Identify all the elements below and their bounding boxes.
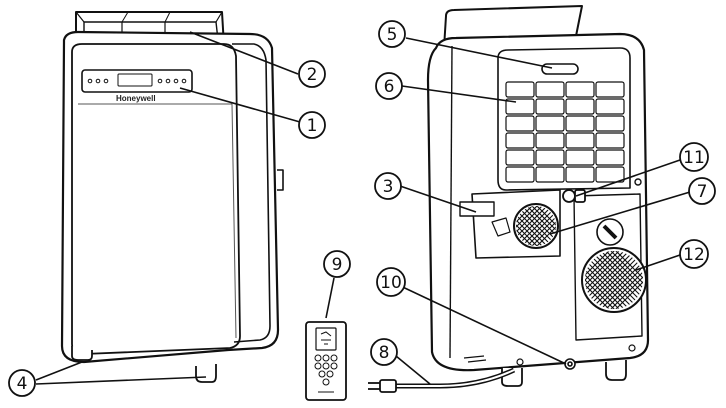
brand-logo: Honeywell <box>116 94 156 103</box>
mesh-line <box>532 206 556 246</box>
mesh-line <box>516 206 556 246</box>
grille-cell <box>565 81 595 98</box>
svg-text:1: 1 <box>307 116 318 136</box>
grille-cell <box>595 149 625 166</box>
svg-text:7: 7 <box>697 182 708 202</box>
svg-text:11: 11 <box>683 148 705 168</box>
grille-cell <box>595 132 625 149</box>
control-panel-buttons <box>87 78 187 84</box>
grille-cell <box>535 166 565 183</box>
grille-cell <box>505 166 535 183</box>
grille-cell <box>595 115 625 132</box>
remote-display <box>315 327 337 351</box>
grille-cell <box>505 98 535 115</box>
grille-cell <box>535 132 565 149</box>
grille-cell <box>505 149 535 166</box>
callout-1: 1 <box>298 111 326 139</box>
grille-cell <box>565 115 595 132</box>
mesh-line <box>522 206 556 246</box>
front-side-panel <box>232 43 271 343</box>
mesh-line <box>517 206 556 246</box>
rear-unit <box>426 5 650 387</box>
callout-8: 8 <box>370 338 398 366</box>
lower-air-intake <box>581 247 647 313</box>
drain-plug-knob <box>596 218 624 246</box>
grille-cell <box>505 115 535 132</box>
svg-text:4: 4 <box>17 374 28 394</box>
mesh-line <box>532 206 556 246</box>
carry-handle-slot <box>541 63 579 75</box>
callout-2: 2 <box>298 60 326 88</box>
grille-cell <box>565 149 595 166</box>
mesh-line <box>590 251 643 309</box>
grille-cell <box>595 81 625 98</box>
mesh-line <box>600 251 643 309</box>
svg-text:10: 10 <box>380 273 402 293</box>
mesh-line <box>527 206 556 246</box>
callout-12: 12 <box>679 239 709 269</box>
mesh-line <box>610 251 643 309</box>
mesh-line <box>516 206 537 246</box>
grille-cell <box>535 149 565 166</box>
grille-cell <box>535 81 565 98</box>
remote-control <box>305 321 347 401</box>
callout-10: 10 <box>376 267 406 297</box>
bottom-drain-outlet <box>564 358 576 370</box>
mesh-line <box>516 206 537 246</box>
svg-text:3: 3 <box>383 177 394 197</box>
grille-cell <box>595 98 625 115</box>
svg-text:9: 9 <box>332 255 343 275</box>
grille-cell <box>565 98 595 115</box>
grille-cell <box>505 81 535 98</box>
remote-buttons <box>314 354 338 386</box>
front-body-outline <box>60 30 280 364</box>
grille-cell <box>565 166 595 183</box>
callout-markers: 1 2 3 4 5 6 7 8 9 10 11 12 <box>8 20 716 397</box>
svg-text:8: 8 <box>379 343 390 363</box>
grille-cell <box>535 115 565 132</box>
front-unit <box>60 11 284 383</box>
upper-air-filter-grille <box>505 81 625 183</box>
svg-text:12: 12 <box>683 245 705 265</box>
svg-text:5: 5 <box>387 25 398 45</box>
grille-cell <box>595 166 625 183</box>
callout-5: 5 <box>378 20 406 48</box>
mesh-line <box>585 251 640 309</box>
callout-6: 6 <box>375 72 403 100</box>
grille-cell <box>505 132 535 149</box>
mesh-line <box>516 206 547 246</box>
mesh-line <box>610 251 643 309</box>
mesh-line <box>605 251 643 309</box>
callout-3: 3 <box>374 172 402 200</box>
callout-4: 4 <box>8 369 36 397</box>
control-panel <box>81 69 193 93</box>
callout-11: 11 <box>679 142 709 172</box>
upper-drain-outlet <box>562 189 586 203</box>
callout-7: 7 <box>688 177 716 205</box>
exhaust-air-outlet <box>513 203 559 249</box>
leader-lines <box>35 31 691 385</box>
mesh-line <box>595 251 643 309</box>
mesh-line <box>516 206 542 246</box>
callout-9: 9 <box>323 250 351 278</box>
svg-text:6: 6 <box>384 77 395 97</box>
grille-cell <box>565 132 595 149</box>
svg-text:2: 2 <box>307 65 318 85</box>
mesh-line <box>516 206 552 246</box>
grille-cell <box>535 98 565 115</box>
power-cord-and-plug <box>368 367 516 393</box>
